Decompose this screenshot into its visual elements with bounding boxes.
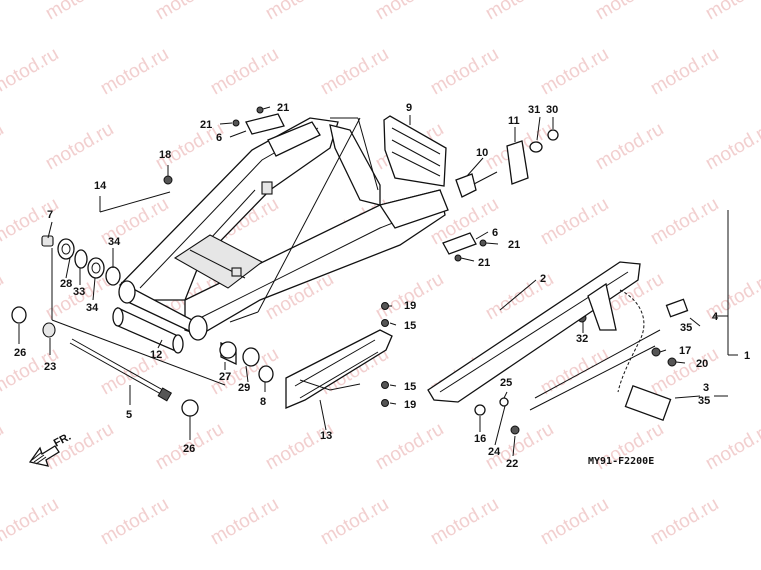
callout-4: 4	[712, 311, 719, 323]
callout-6a: 6	[216, 132, 222, 144]
watermark-text: motod.ru	[702, 269, 761, 325]
callout-16: 16	[474, 433, 486, 445]
chain-guard-bracket	[383, 115, 447, 187]
pivot-bearings	[11, 235, 199, 417]
watermark-text: motod.ru	[97, 494, 172, 550]
watermark-text: motod.ru	[207, 44, 282, 100]
axle-adjuster-plates	[245, 113, 477, 255]
callout-21d: 21	[478, 257, 490, 269]
watermark-text: motod.ru	[152, 0, 227, 24]
leader-lines	[18, 106, 738, 457]
watermark-text: motod.ru	[427, 44, 502, 100]
watermark-text: motod.ru	[702, 419, 761, 475]
watermark-text: motod.ru	[702, 119, 761, 175]
callout-25: 25	[500, 377, 512, 389]
callout-20: 20	[696, 358, 708, 370]
callout-labels: 1 2 3 4 5 6 6 7 8 9 10 11 12 13 14 15 15…	[14, 102, 750, 470]
pivot-dust-seals	[219, 341, 274, 383]
watermark-text: motod.ru	[262, 0, 337, 24]
swingarm	[118, 117, 449, 341]
callout-7: 7	[47, 209, 53, 221]
callout-11: 11	[508, 115, 520, 127]
callout-14: 14	[94, 180, 107, 192]
watermark-text: motod.ru	[482, 0, 557, 24]
watermark-text: motod.ru	[537, 44, 612, 100]
callout-32: 32	[576, 333, 588, 345]
watermark-text: motod.ru	[0, 44, 62, 100]
callout-1: 1	[744, 350, 750, 362]
watermark-text: motod.ru	[372, 0, 447, 24]
callout-26a: 26	[14, 347, 26, 359]
callout-22: 22	[506, 458, 518, 470]
chain-adjuster	[455, 129, 559, 198]
watermark-text: motod.ru	[702, 0, 761, 24]
watermark-text: motod.ru	[152, 119, 227, 175]
callout-29: 29	[238, 382, 250, 394]
callout-5: 5	[126, 409, 132, 421]
callout-30: 30	[546, 104, 558, 116]
callout-35a: 35	[680, 322, 692, 334]
callout-21b: 21	[200, 119, 212, 131]
callout-21a: 21	[277, 102, 289, 114]
torque-link	[285, 329, 393, 409]
watermark-text: motod.ru	[207, 494, 282, 550]
watermark-text: motod.ru	[537, 494, 612, 550]
callout-26b: 26	[183, 443, 195, 455]
callout-8: 8	[260, 396, 266, 408]
callout-18: 18	[159, 149, 171, 161]
watermark-text: motod.ru	[592, 119, 667, 175]
front-direction-arrow	[28, 445, 60, 467]
callout-15b: 15	[404, 381, 416, 393]
watermark-text: motod.ru	[262, 419, 337, 475]
pivot-collar	[112, 306, 184, 354]
watermark-text: motod.ru	[372, 269, 447, 325]
watermark-text: motod.ru	[0, 0, 7, 24]
callout-3: 3	[703, 382, 709, 394]
callout-33: 33	[73, 286, 85, 298]
callout-19a: 19	[404, 300, 416, 312]
watermark-text: motod.ru	[317, 44, 392, 100]
callout-17: 17	[679, 345, 691, 357]
diagram-code: MY91-F2200E	[588, 456, 654, 467]
watermark-text: motod.ru	[0, 494, 62, 550]
watermark-text: motod.ru	[0, 269, 7, 325]
callout-31: 31	[528, 104, 540, 116]
callout-19b: 19	[404, 399, 416, 411]
callout-35b: 35	[698, 395, 710, 407]
callout-15a: 15	[404, 320, 416, 332]
callout-28: 28	[60, 278, 72, 290]
callout-34a: 34	[108, 236, 121, 248]
callout-27: 27	[219, 371, 231, 383]
callout-12: 12	[150, 349, 162, 361]
watermark-text: motod.ru	[0, 119, 7, 175]
callout-23: 23	[44, 361, 56, 373]
callout-21c: 21	[508, 239, 520, 251]
callout-34b: 34	[86, 302, 99, 314]
callout-6b: 6	[492, 227, 498, 239]
callout-9: 9	[406, 102, 412, 114]
watermark-text: motod.ru	[42, 0, 117, 24]
watermark-text: motod.ru	[647, 194, 722, 250]
callout-24: 24	[488, 446, 501, 458]
pivot-bolt	[69, 338, 173, 402]
watermark-text: motod.ru	[647, 494, 722, 550]
watermark-text: motod.ru	[372, 419, 447, 475]
watermark-text: motod.ru	[647, 44, 722, 100]
watermark-text: motod.ru	[427, 494, 502, 550]
watermark-text: motod.ru	[42, 119, 117, 175]
callout-2: 2	[540, 273, 546, 285]
watermark-text: motod.ru	[317, 494, 392, 550]
callout-10: 10	[476, 147, 488, 159]
watermark-text: motod.ru	[0, 419, 7, 475]
watermark-text: motod.ru	[592, 0, 667, 24]
watermark-text: motod.ru	[97, 44, 172, 100]
watermark-text: motod.ru	[537, 194, 612, 250]
callout-13: 13	[320, 430, 332, 442]
drive-chain	[529, 289, 689, 422]
chain-case	[427, 261, 641, 403]
